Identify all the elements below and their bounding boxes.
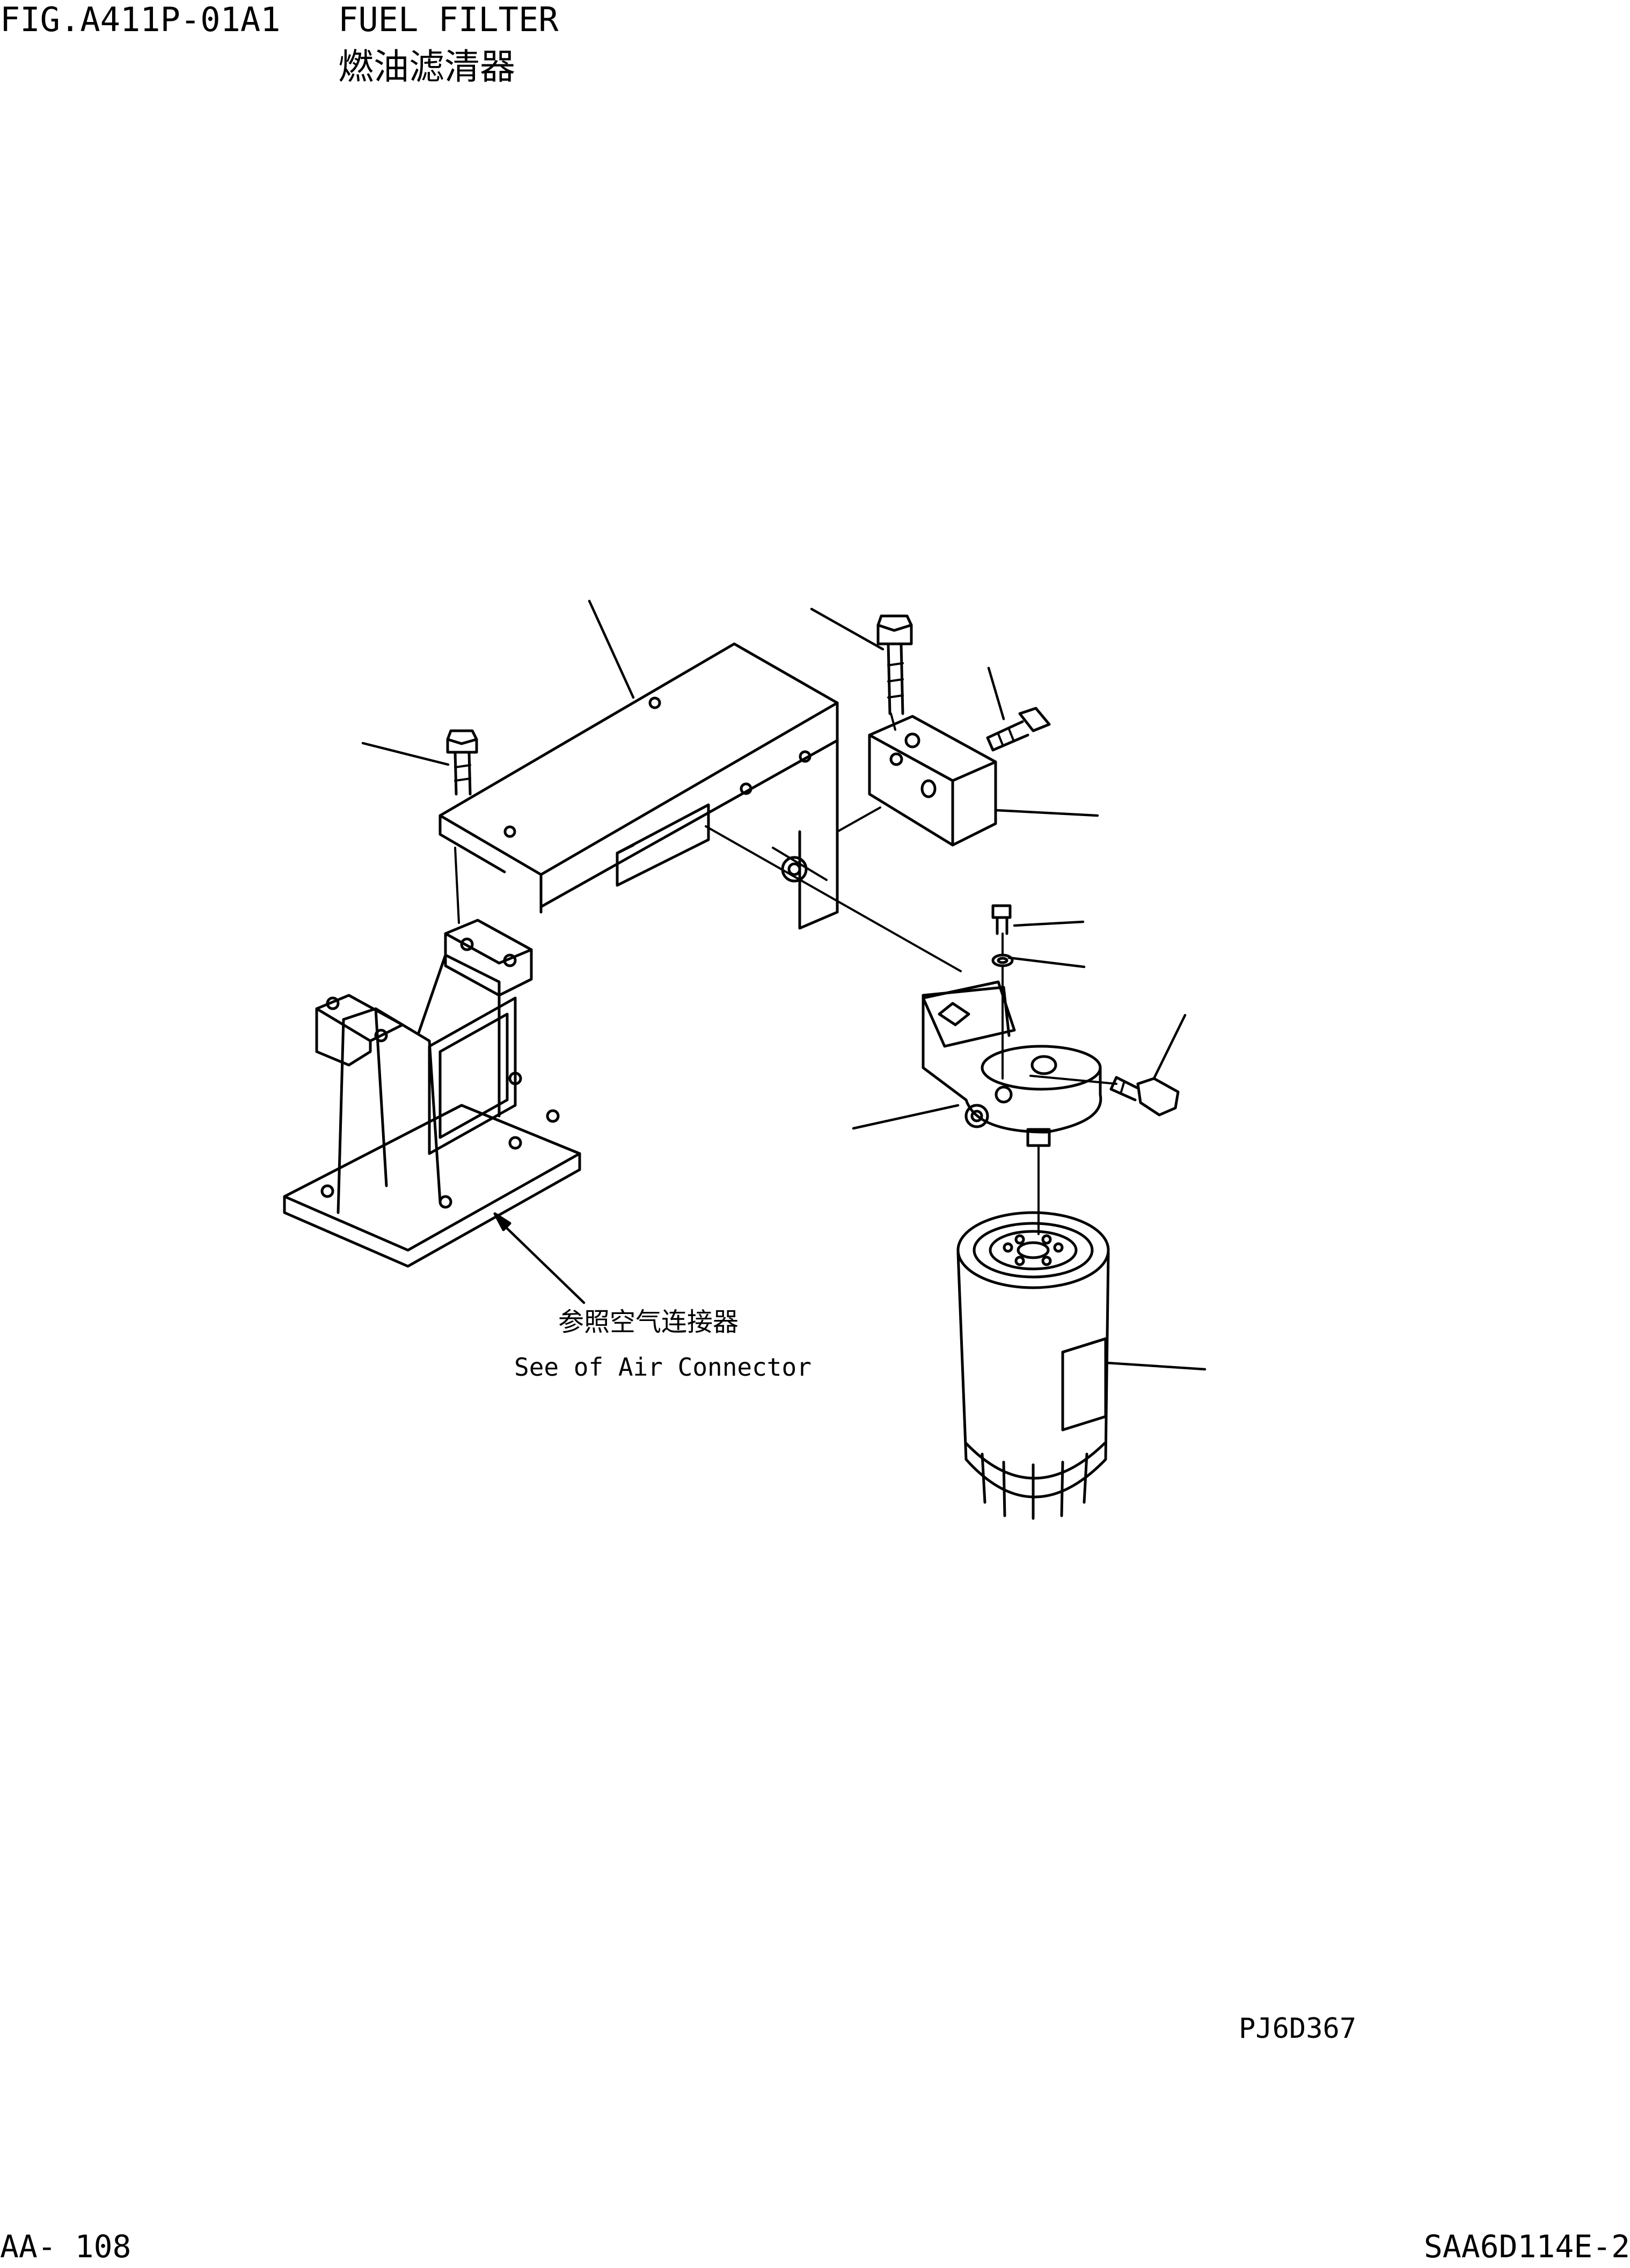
air-connector-note-chinese: 参照空气连接器 [558,1307,739,1337]
bolt-block [986,707,1051,752]
guide-line-bracket-block [836,806,881,833]
drawing-code: PJ6D367 [1239,2013,1357,2045]
bolt-head-side [1109,1076,1180,1117]
figure-code: FIG.A411P-01A1 [0,0,281,39]
guide-line-side-bolt [1029,1075,1117,1085]
bolt-top-center [876,614,913,715]
model-code: SAA6D114E-2 [1423,2228,1630,2265]
figure-title: FUEL FILTER [338,0,559,39]
guide-line-bolt-left [454,847,460,924]
bolt-small-head [991,904,1012,935]
leader-lines [361,599,1207,1371]
guide-line-top-bolt [890,713,896,731]
filter-block [868,715,997,847]
filter-head [922,980,1102,1235]
filter-cartridge [956,1211,1110,1520]
air-connector-housing [283,919,581,1268]
bolt-left [446,729,478,796]
filter-bracket [438,642,839,930]
figure-title-chinese: 燃油滤清器 [338,46,515,87]
page-number: AA- 108 [0,2228,131,2265]
air-connector-note: See of Air Connector [514,1353,812,1382]
guide-line-bracket-head [705,825,962,972]
